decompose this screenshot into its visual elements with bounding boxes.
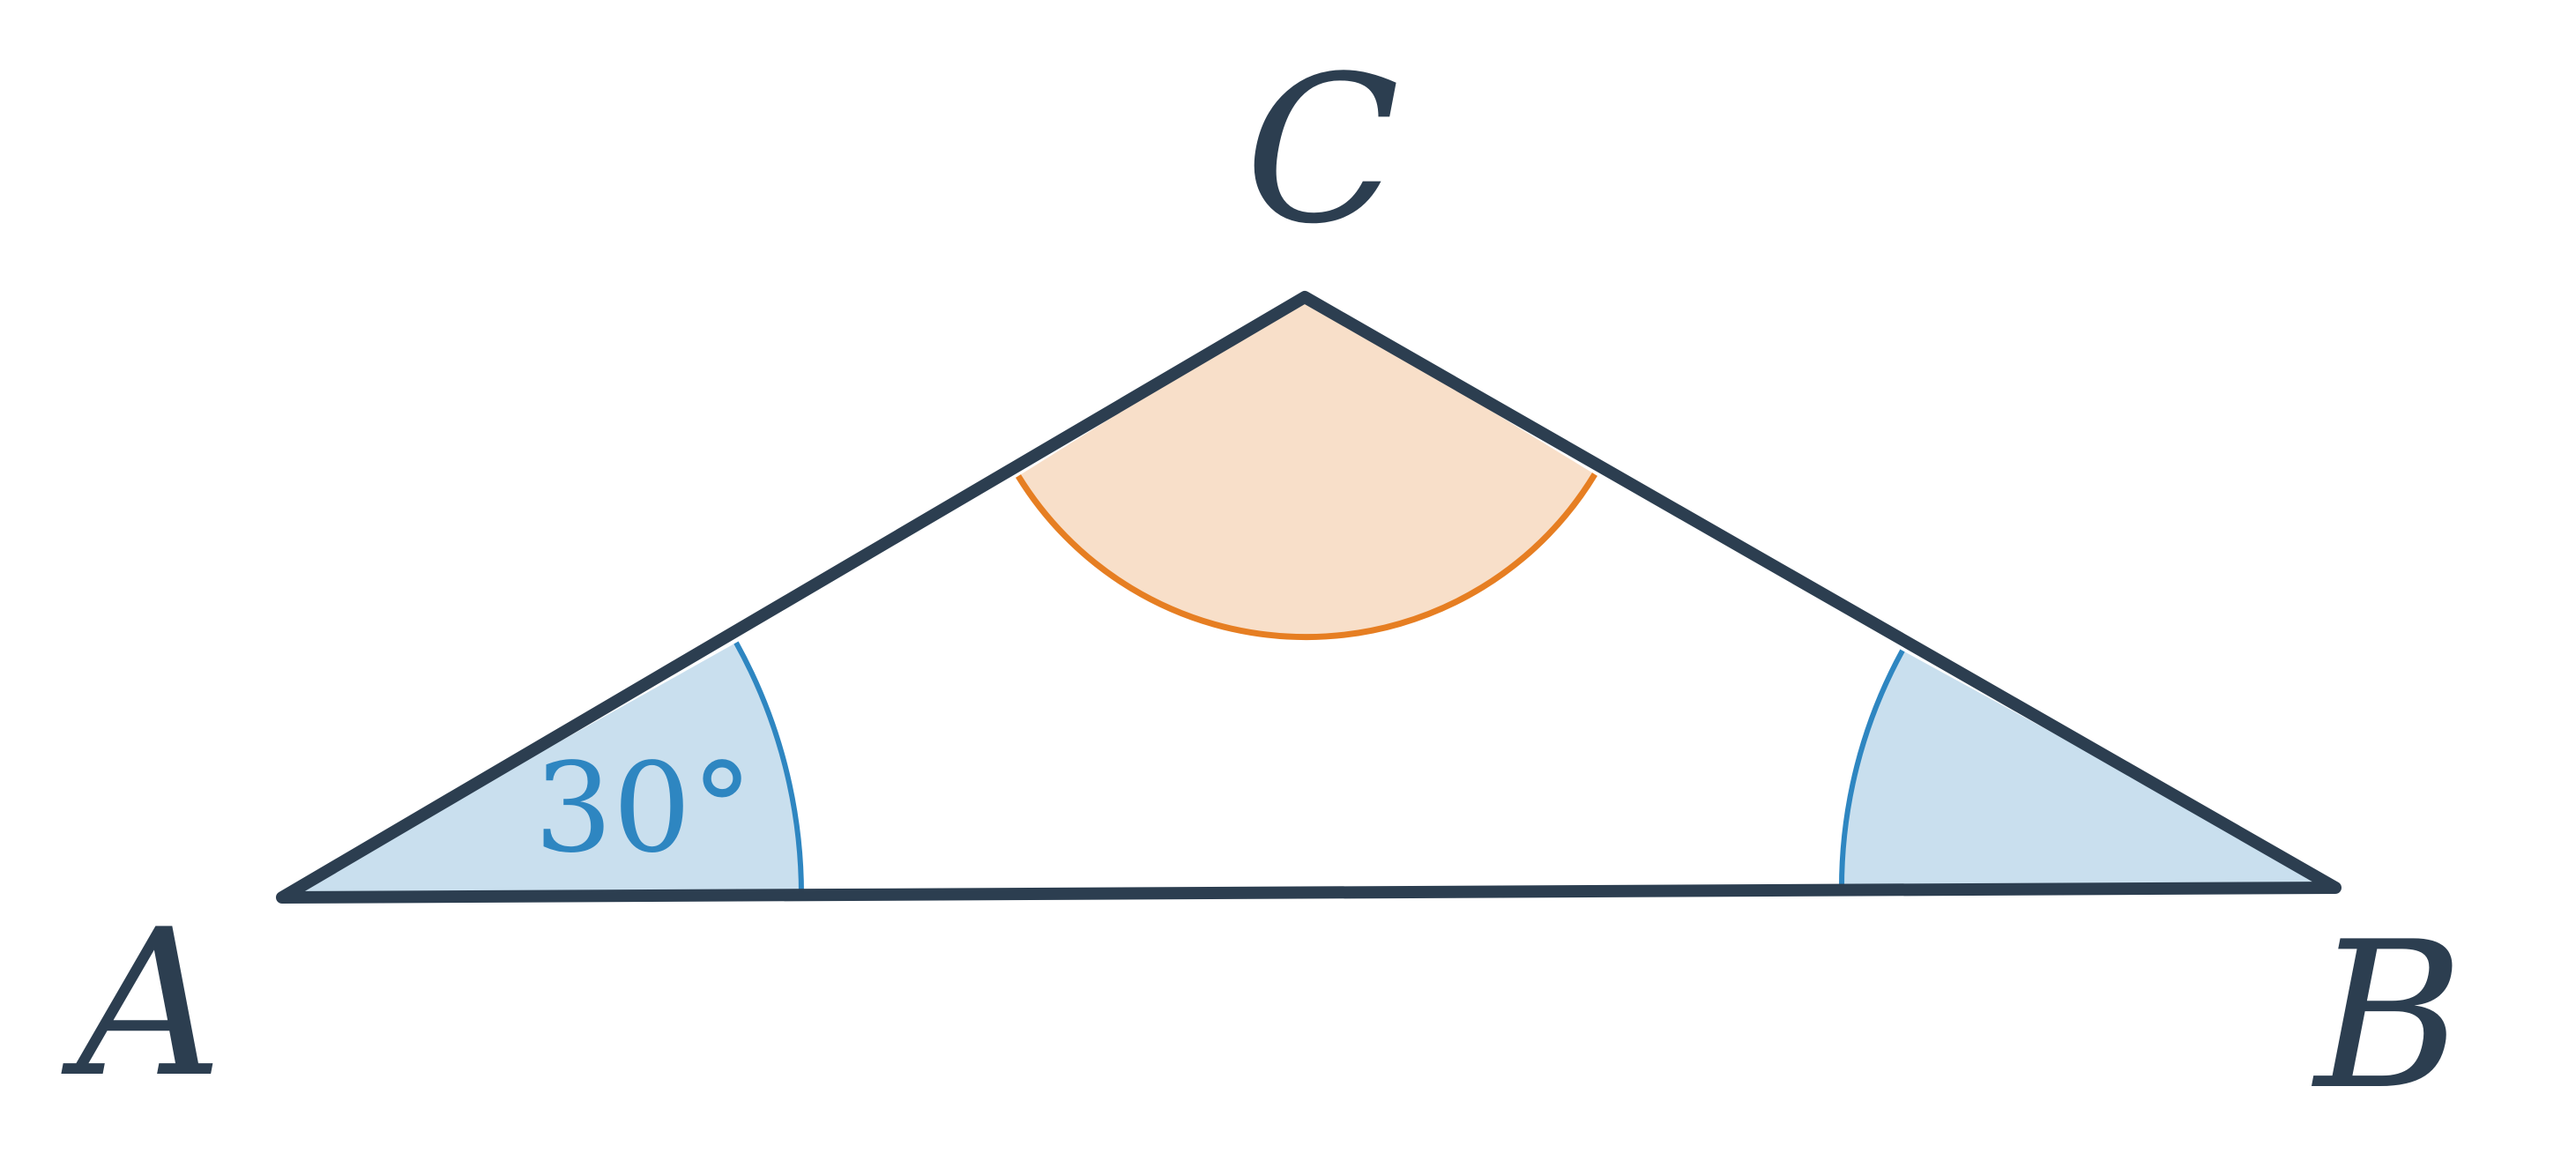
angle-c-arc [1016,473,1597,641]
vertex-label-b: B [2311,899,2463,1135]
angle-a-sector [282,643,802,897]
angle-c-sector [1018,297,1595,637]
angle-b-arc [1838,649,1905,890]
vertex-label-c: C [1245,33,1400,269]
angle-b-sector [1841,651,2335,889]
angle-a-label: 30° [534,737,753,881]
vertex-label-a: A [61,887,223,1122]
triangle-abc [276,291,2341,904]
angle-a-arc [733,641,805,897]
